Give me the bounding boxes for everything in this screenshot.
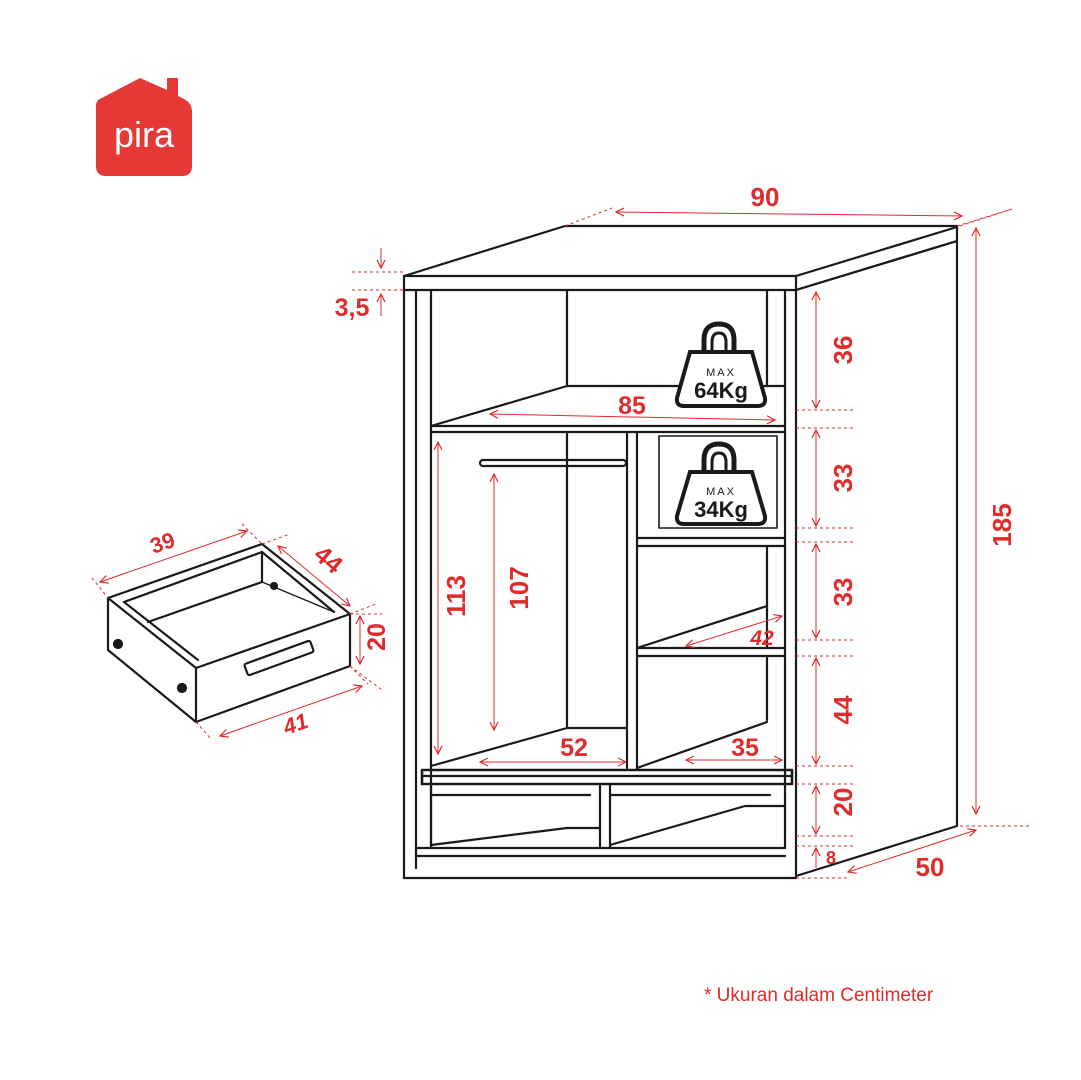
dim-width: 90 — [751, 182, 780, 212]
drawer-width: 39 — [147, 527, 178, 559]
weight-label-lower: 34Kg — [694, 497, 748, 522]
dimension-labels: 90 3,5 185 36 33 33 44 20 8 50 85 113 10… — [335, 182, 1017, 882]
dim-top-shelf: 85 — [618, 392, 646, 420]
brand-logo: pira — [96, 78, 192, 176]
units-note: * Ukuran dalam Centimeter — [704, 985, 934, 1006]
weight-icon: MAX 34Kg — [674, 441, 768, 526]
max-label-lower: MAX — [706, 486, 736, 498]
weight-label-upper: 64Kg — [694, 378, 748, 403]
drawer-dimension-lines — [91, 523, 383, 741]
dim-lower-right: 44 — [828, 695, 858, 724]
dim-upper-right: 33 — [828, 464, 858, 493]
dim-top-thickness: 3,5 — [335, 294, 370, 322]
max-label-upper: MAX — [706, 367, 736, 379]
dim-left-width: 52 — [560, 734, 588, 762]
dim-drawer-compartment: 20 — [828, 788, 858, 817]
dim-right-shelf-depth: 42 — [749, 627, 774, 650]
dim-height: 185 — [987, 503, 1017, 546]
dim-rail-height: 107 — [504, 566, 534, 609]
wardrobe-outline — [402, 224, 959, 880]
dimension-lines — [352, 207, 1030, 879]
drawer-front-width: 41 — [279, 708, 311, 740]
weight-icon: MAX 64Kg — [674, 321, 768, 408]
dim-plinth: 8 — [826, 848, 836, 868]
dim-right-width: 35 — [731, 734, 759, 762]
drawer-height: 20 — [363, 623, 391, 651]
dim-hanging-height: 113 — [441, 575, 471, 617]
dim-middle-right: 33 — [828, 578, 858, 607]
dim-depth: 50 — [916, 852, 945, 882]
brand-logo-text: pira — [114, 114, 175, 155]
dim-top-compartment: 36 — [828, 336, 858, 365]
drawer-illustration — [106, 542, 352, 724]
drawer-depth: 44 — [308, 540, 347, 579]
